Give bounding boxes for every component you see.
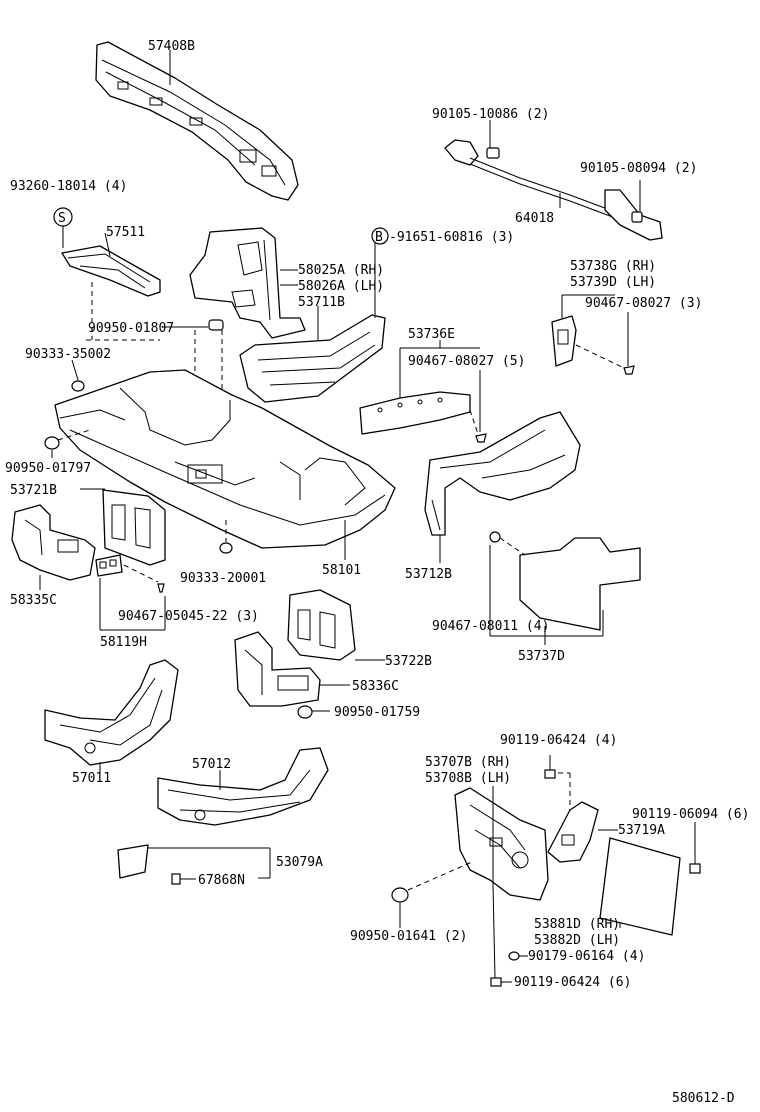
- label-53722B: 53722B: [385, 654, 432, 669]
- label-57012: 57012: [192, 757, 231, 772]
- shield-53722B[interactable]: [287, 589, 356, 661]
- plug-90333-35002[interactable]: [71, 380, 85, 392]
- label-90105-08094: 90105-08094 (2): [580, 161, 697, 176]
- shield-53721B[interactable]: [102, 489, 166, 566]
- bracket-58336C[interactable]: [234, 631, 321, 707]
- bracket-58335C[interactable]: [11, 504, 96, 581]
- label-90333-35002: 90333-35002: [25, 347, 111, 362]
- panel-53711B[interactable]: [239, 314, 386, 403]
- shield-53737D[interactable]: [519, 537, 641, 631]
- label-90950-01797: 90950-01797: [5, 461, 91, 476]
- label-90467-05045-22: 90467-05045-22 (3): [118, 609, 259, 624]
- label-58026A: 58026A (LH): [298, 279, 384, 294]
- seal-53736E[interactable]: [359, 391, 471, 435]
- label-91651-60816: -91651-60816 (3): [389, 230, 514, 245]
- label-53739D: 53739D (LH): [570, 275, 656, 290]
- label-58336C: 58336C: [352, 679, 399, 694]
- label-b-symbol: B: [375, 230, 383, 245]
- label-53079A: 53079A: [276, 855, 323, 870]
- label-57511: 57511: [106, 225, 145, 240]
- label-64018: 64018: [515, 211, 554, 226]
- screw-67868N[interactable]: [171, 873, 196, 885]
- bolt-90119-06424-6[interactable]: [490, 977, 512, 987]
- label-90950-01807: 90950-01807: [88, 321, 174, 336]
- label-90119-06424-6: 90119-06424 (6): [514, 975, 631, 990]
- support-rod-64018[interactable]: [444, 139, 663, 241]
- plug-90333-20001[interactable]: [219, 542, 233, 554]
- label-90467-08011: 90467-08011 (4): [432, 619, 549, 634]
- label-57011: 57011: [72, 771, 111, 786]
- label-58119H: 58119H: [100, 635, 147, 650]
- bolt-90119-06424-4[interactable]: [544, 755, 556, 779]
- crossmember-57012[interactable]: [157, 747, 329, 826]
- b-symbol-circle: [371, 227, 389, 245]
- panel-53712B[interactable]: [424, 411, 581, 536]
- clip-90467-08011[interactable]: [489, 531, 501, 543]
- cowl-top-panel-57408B[interactable]: [95, 41, 299, 201]
- label-57408B: 57408B: [148, 39, 195, 54]
- label-53882D: 53882D (LH): [534, 933, 620, 948]
- label-58101: 58101: [322, 563, 361, 578]
- label-53711B: 53711B: [298, 295, 345, 310]
- bracket-53738G[interactable]: [551, 315, 577, 367]
- bracket-53719A[interactable]: [547, 801, 599, 863]
- label-90467-08027-3: 90467-08027 (3): [585, 296, 702, 311]
- plate-53079A[interactable]: [117, 844, 149, 879]
- label-53881D: 53881D (RH): [534, 917, 620, 932]
- label-53719A: 53719A: [618, 823, 665, 838]
- plate-53881D[interactable]: [599, 837, 681, 936]
- label-90179-06164: 90179-06164 (4): [528, 949, 645, 964]
- label-90105-10086: 90105-10086 (2): [432, 107, 549, 122]
- label-53737D: 53737D: [518, 649, 565, 664]
- diagram-code: 580612-D: [672, 1091, 735, 1106]
- label-90950-01641: 90950-01641 (2): [350, 929, 467, 944]
- label-58025A: 58025A (RH): [298, 263, 384, 278]
- grommet-90950-01641[interactable]: [391, 887, 409, 903]
- bolt-90119-06094[interactable]: [689, 822, 701, 874]
- label-90333-20001: 90333-20001: [180, 571, 266, 586]
- grommet-90950-01797[interactable]: [44, 436, 60, 450]
- label-53708B: 53708B (LH): [425, 771, 511, 786]
- label-67868N: 67868N: [198, 873, 245, 888]
- nut-90179-06164[interactable]: [508, 951, 520, 961]
- label-90950-01759: 90950-01759: [334, 705, 420, 720]
- grommet-90950-01759[interactable]: [297, 705, 313, 719]
- label-58335C: 58335C: [10, 593, 57, 608]
- crossmember-57011[interactable]: [44, 659, 179, 766]
- floor-pan-58101[interactable]: [54, 369, 396, 549]
- label-53736E: 53736E: [408, 327, 455, 342]
- label-s-symbol: S: [58, 211, 66, 226]
- quarter-panel-58025A[interactable]: [189, 227, 306, 339]
- label-93260-18014: 93260-18014 (4): [10, 179, 127, 194]
- clip-90467-05045-22[interactable]: [157, 583, 165, 593]
- grommet-90950-01807[interactable]: [208, 319, 224, 331]
- label-53738G: 53738G (RH): [570, 259, 656, 274]
- label-53721B: 53721B: [10, 483, 57, 498]
- label-90119-06094: 90119-06094 (6): [632, 807, 749, 822]
- clip-90467-08027-3[interactable]: [623, 365, 635, 375]
- clip-90467-08027-5[interactable]: [475, 433, 487, 443]
- label-90467-08027-5: 90467-08027 (5): [408, 354, 525, 369]
- label-53712B: 53712B: [405, 567, 452, 582]
- bracket-57511[interactable]: [61, 245, 161, 297]
- label-53707B: 53707B (RH): [425, 755, 511, 770]
- bracket-53707B[interactable]: [454, 787, 549, 901]
- bracket-58119H[interactable]: [95, 554, 123, 577]
- label-90119-06424-4: 90119-06424 (4): [500, 733, 617, 748]
